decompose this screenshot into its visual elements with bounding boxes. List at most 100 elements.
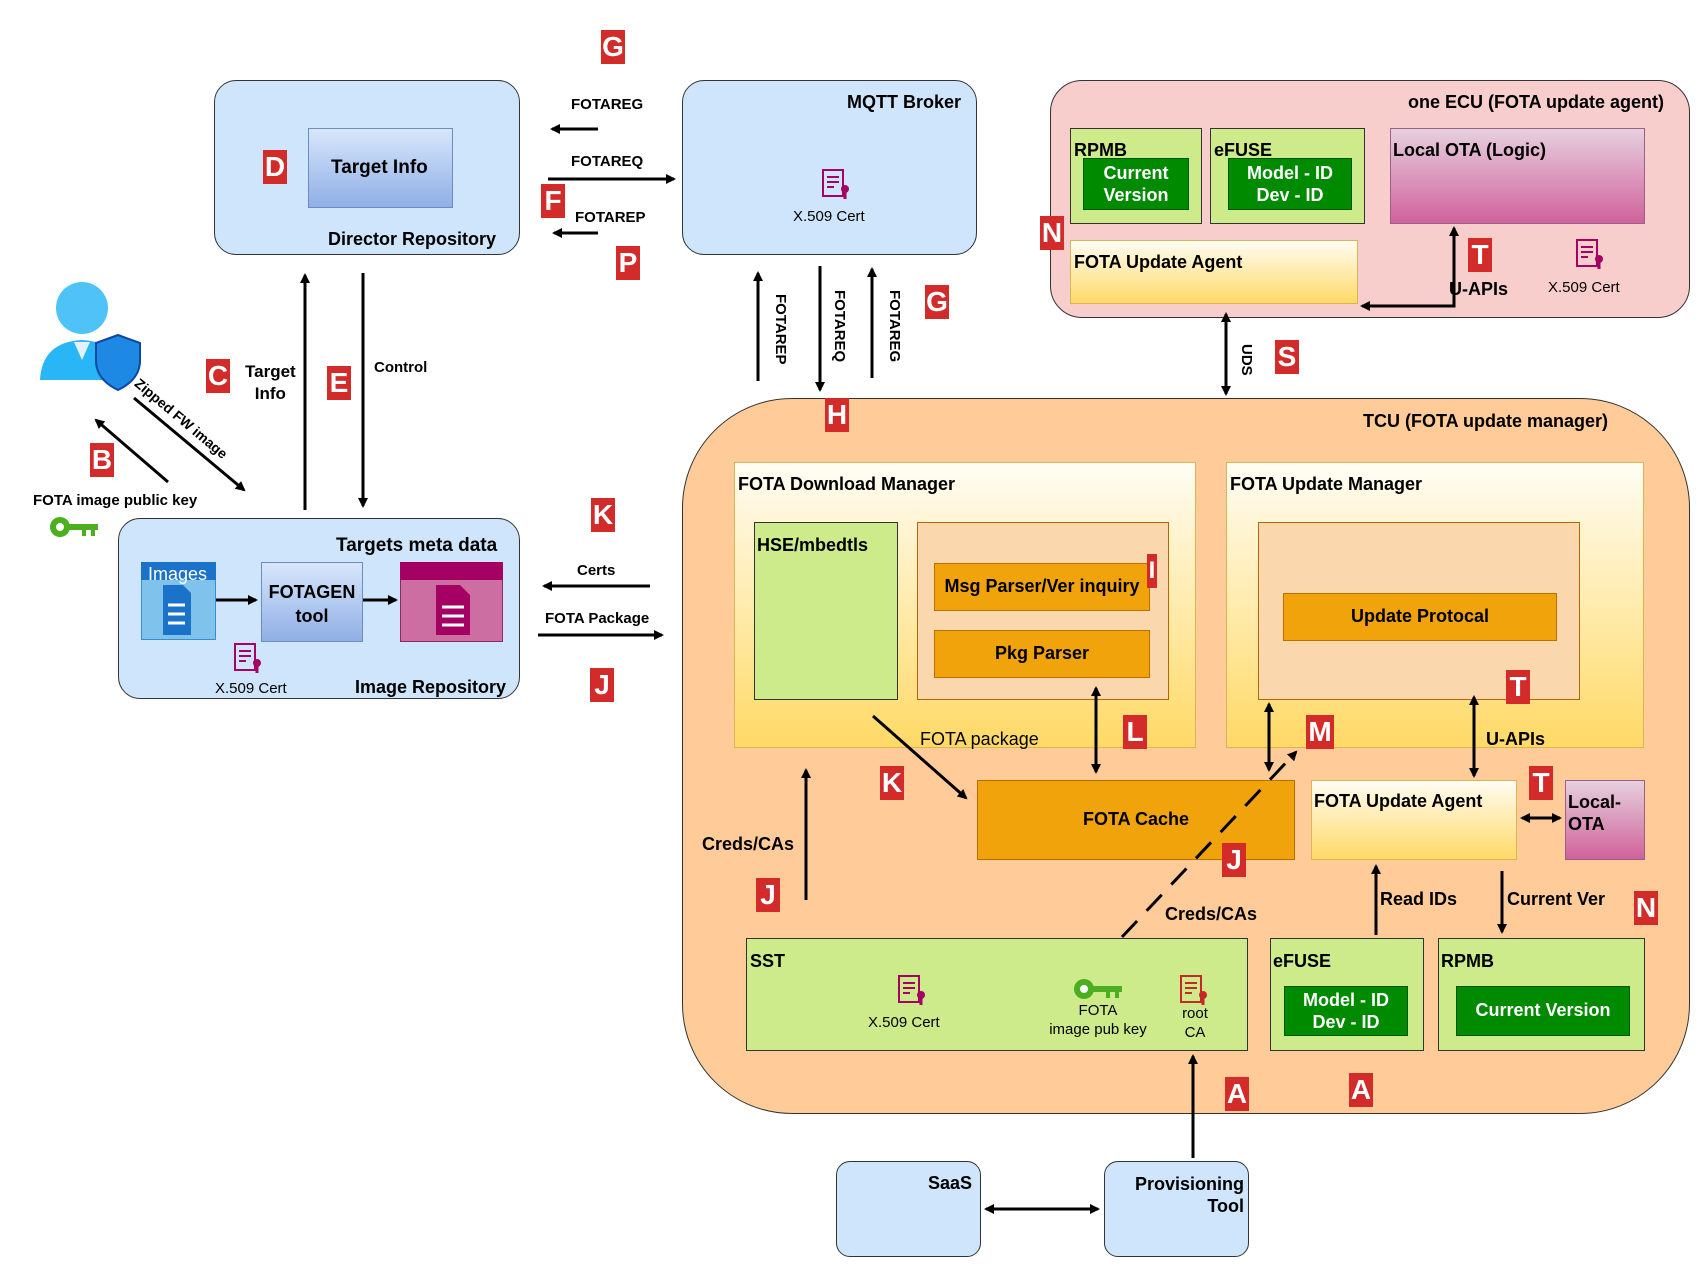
sst-root-label: root CA: [1182, 1005, 1208, 1041]
badge-t: T: [1529, 766, 1553, 800]
badge-p: P: [616, 246, 640, 280]
fotareq-vertical-label: FOTAREQ: [831, 290, 848, 363]
badge-n: N: [1040, 216, 1064, 250]
badge-a: A: [1225, 1077, 1249, 1111]
sst-label: SST: [750, 951, 786, 971]
update-protocol-box: Update Protocal: [1283, 593, 1557, 641]
fotareg-label: FOTAREG: [571, 96, 644, 113]
target-info-label: Target Info: [331, 157, 428, 178]
ecu-efuse-value: Model - ID Dev - ID: [1228, 158, 1352, 210]
creds-mid-label: Creds/CAs: [1165, 904, 1258, 924]
creds-left-label: Creds/CAs: [702, 834, 795, 854]
mqtt-broker: [682, 80, 977, 255]
fota-package-flow-label: FOTA package: [920, 729, 1039, 749]
ecu-fota-agent: [1070, 240, 1358, 304]
sst-box: [746, 938, 1248, 1051]
badge-l: L: [1123, 715, 1147, 749]
tcu-rpmb-label: RPMB: [1441, 951, 1494, 971]
update-manager-title: FOTA Update Manager: [1230, 474, 1423, 494]
ecu-rpmb-value: Current Version: [1083, 158, 1189, 210]
tcu-uapis-label: U-APIs: [1486, 729, 1546, 749]
tcu-efuse-value: Model - ID Dev - ID: [1284, 986, 1408, 1036]
control-label: Control: [374, 359, 428, 376]
public-key-label: FOTA image public key: [33, 492, 198, 509]
badge-k: K: [880, 766, 904, 800]
badge-n: N: [1634, 891, 1658, 925]
badge-b: B: [90, 443, 114, 477]
document-icon: [436, 585, 470, 640]
sst-cert-label: X.509 Cert: [868, 1014, 940, 1031]
badge-d: D: [263, 150, 287, 184]
tcu-local-ota-label: Local- OTA: [1568, 792, 1622, 834]
badge-k: K: [591, 498, 615, 532]
target-info-box: [308, 128, 453, 208]
saas-label: SaaS: [928, 1173, 973, 1193]
mqtt-title: MQTT Broker: [847, 92, 962, 112]
ecu-title: one ECU (FOTA update agent): [1408, 92, 1664, 112]
badge-a: A: [1349, 1073, 1373, 1107]
badge-c: C: [206, 359, 230, 393]
images-header: [141, 562, 216, 580]
ecu-efuse-label: eFUSE: [1214, 140, 1273, 160]
fotareg-vertical-label: FOTAREG: [886, 290, 903, 363]
fotarep-label: FOTAREP: [575, 209, 646, 226]
provisioning-tool-label: Provisioning Tool: [1134, 1174, 1244, 1216]
uds-label: UDS: [1238, 344, 1255, 376]
badge-h: H: [825, 398, 849, 432]
certs-label: Certs: [577, 562, 616, 579]
ecu-local-ota-label: Local OTA (Logic): [1393, 140, 1546, 160]
certificate-icon: [896, 974, 928, 1011]
tcu-local-ota-box: [1565, 780, 1645, 860]
fotareq-label: FOTAREQ: [571, 153, 644, 170]
target-info-arrow-label: Target Info: [245, 362, 296, 403]
badge-g: G: [925, 285, 949, 319]
document-icon: [163, 585, 191, 640]
current-ver-label: Current Ver: [1507, 889, 1606, 909]
badge-s: S: [1275, 340, 1299, 374]
fotagen-tool-box: [261, 562, 363, 642]
badge-t: T: [1506, 670, 1530, 704]
tcu-rpmb-value: Current Version: [1456, 986, 1630, 1036]
tcu-efuse-label: eFUSE: [1273, 951, 1332, 971]
badge-j: J: [1222, 843, 1246, 877]
images-label: Images: [148, 564, 208, 584]
read-ids-label: Read IDs: [1380, 889, 1458, 909]
key-icon: [1072, 974, 1124, 1009]
certificate-icon: [232, 642, 264, 679]
badge-m: M: [1306, 715, 1334, 749]
badge-f: F: [541, 184, 565, 218]
ecu-fota-agent-label: FOTA Update Agent: [1074, 252, 1243, 272]
fotagen-tool-label: FOTAGEN tool: [268, 582, 356, 626]
tcu-fota-agent: [1311, 780, 1517, 860]
ecu-rpmb-label: RPMB: [1074, 140, 1127, 160]
ecu-cert-label: X.509 Cert: [1548, 279, 1620, 296]
targets-meta-label: Targets meta data: [336, 535, 498, 556]
tcu-title: TCU (FOTA update manager): [1363, 411, 1609, 431]
certificate-icon: [820, 168, 852, 205]
ecu-uapis-label: U-APIs: [1449, 279, 1509, 299]
image-repo-title: Image Repository: [355, 677, 507, 697]
badge-e: E: [327, 366, 351, 400]
mqtt-cert-label: X.509 Cert: [793, 208, 865, 225]
badge-i: I: [1147, 554, 1157, 588]
ecu-local-ota: [1390, 128, 1645, 224]
pkg-parser-box: Pkg Parser: [934, 630, 1150, 678]
sst-key-label: FOTA image pub key: [1049, 1002, 1147, 1038]
hse-label: HSE/mbedtls: [757, 535, 869, 555]
msg-parser-box: Msg Parser/Ver inquiry: [934, 563, 1150, 611]
fotarep-vertical-label: FOTAREP: [772, 294, 789, 365]
fota-package-label: FOTA Package: [545, 610, 650, 627]
badge-g: G: [601, 30, 625, 64]
certificate-icon: [1574, 238, 1606, 275]
badge-j: J: [590, 668, 614, 702]
download-manager-title: FOTA Download Manager: [738, 474, 956, 494]
badge-t: T: [1468, 238, 1492, 272]
output-package-header: [400, 562, 503, 580]
tcu-fota-agent-label: FOTA Update Agent: [1314, 791, 1483, 811]
key-icon: [48, 512, 100, 547]
image-repo-cert-label: X.509 Cert: [215, 680, 287, 697]
user-security-icon: [36, 280, 146, 397]
provisioning-tool-box: [1104, 1161, 1249, 1257]
saas-box: [836, 1161, 981, 1257]
